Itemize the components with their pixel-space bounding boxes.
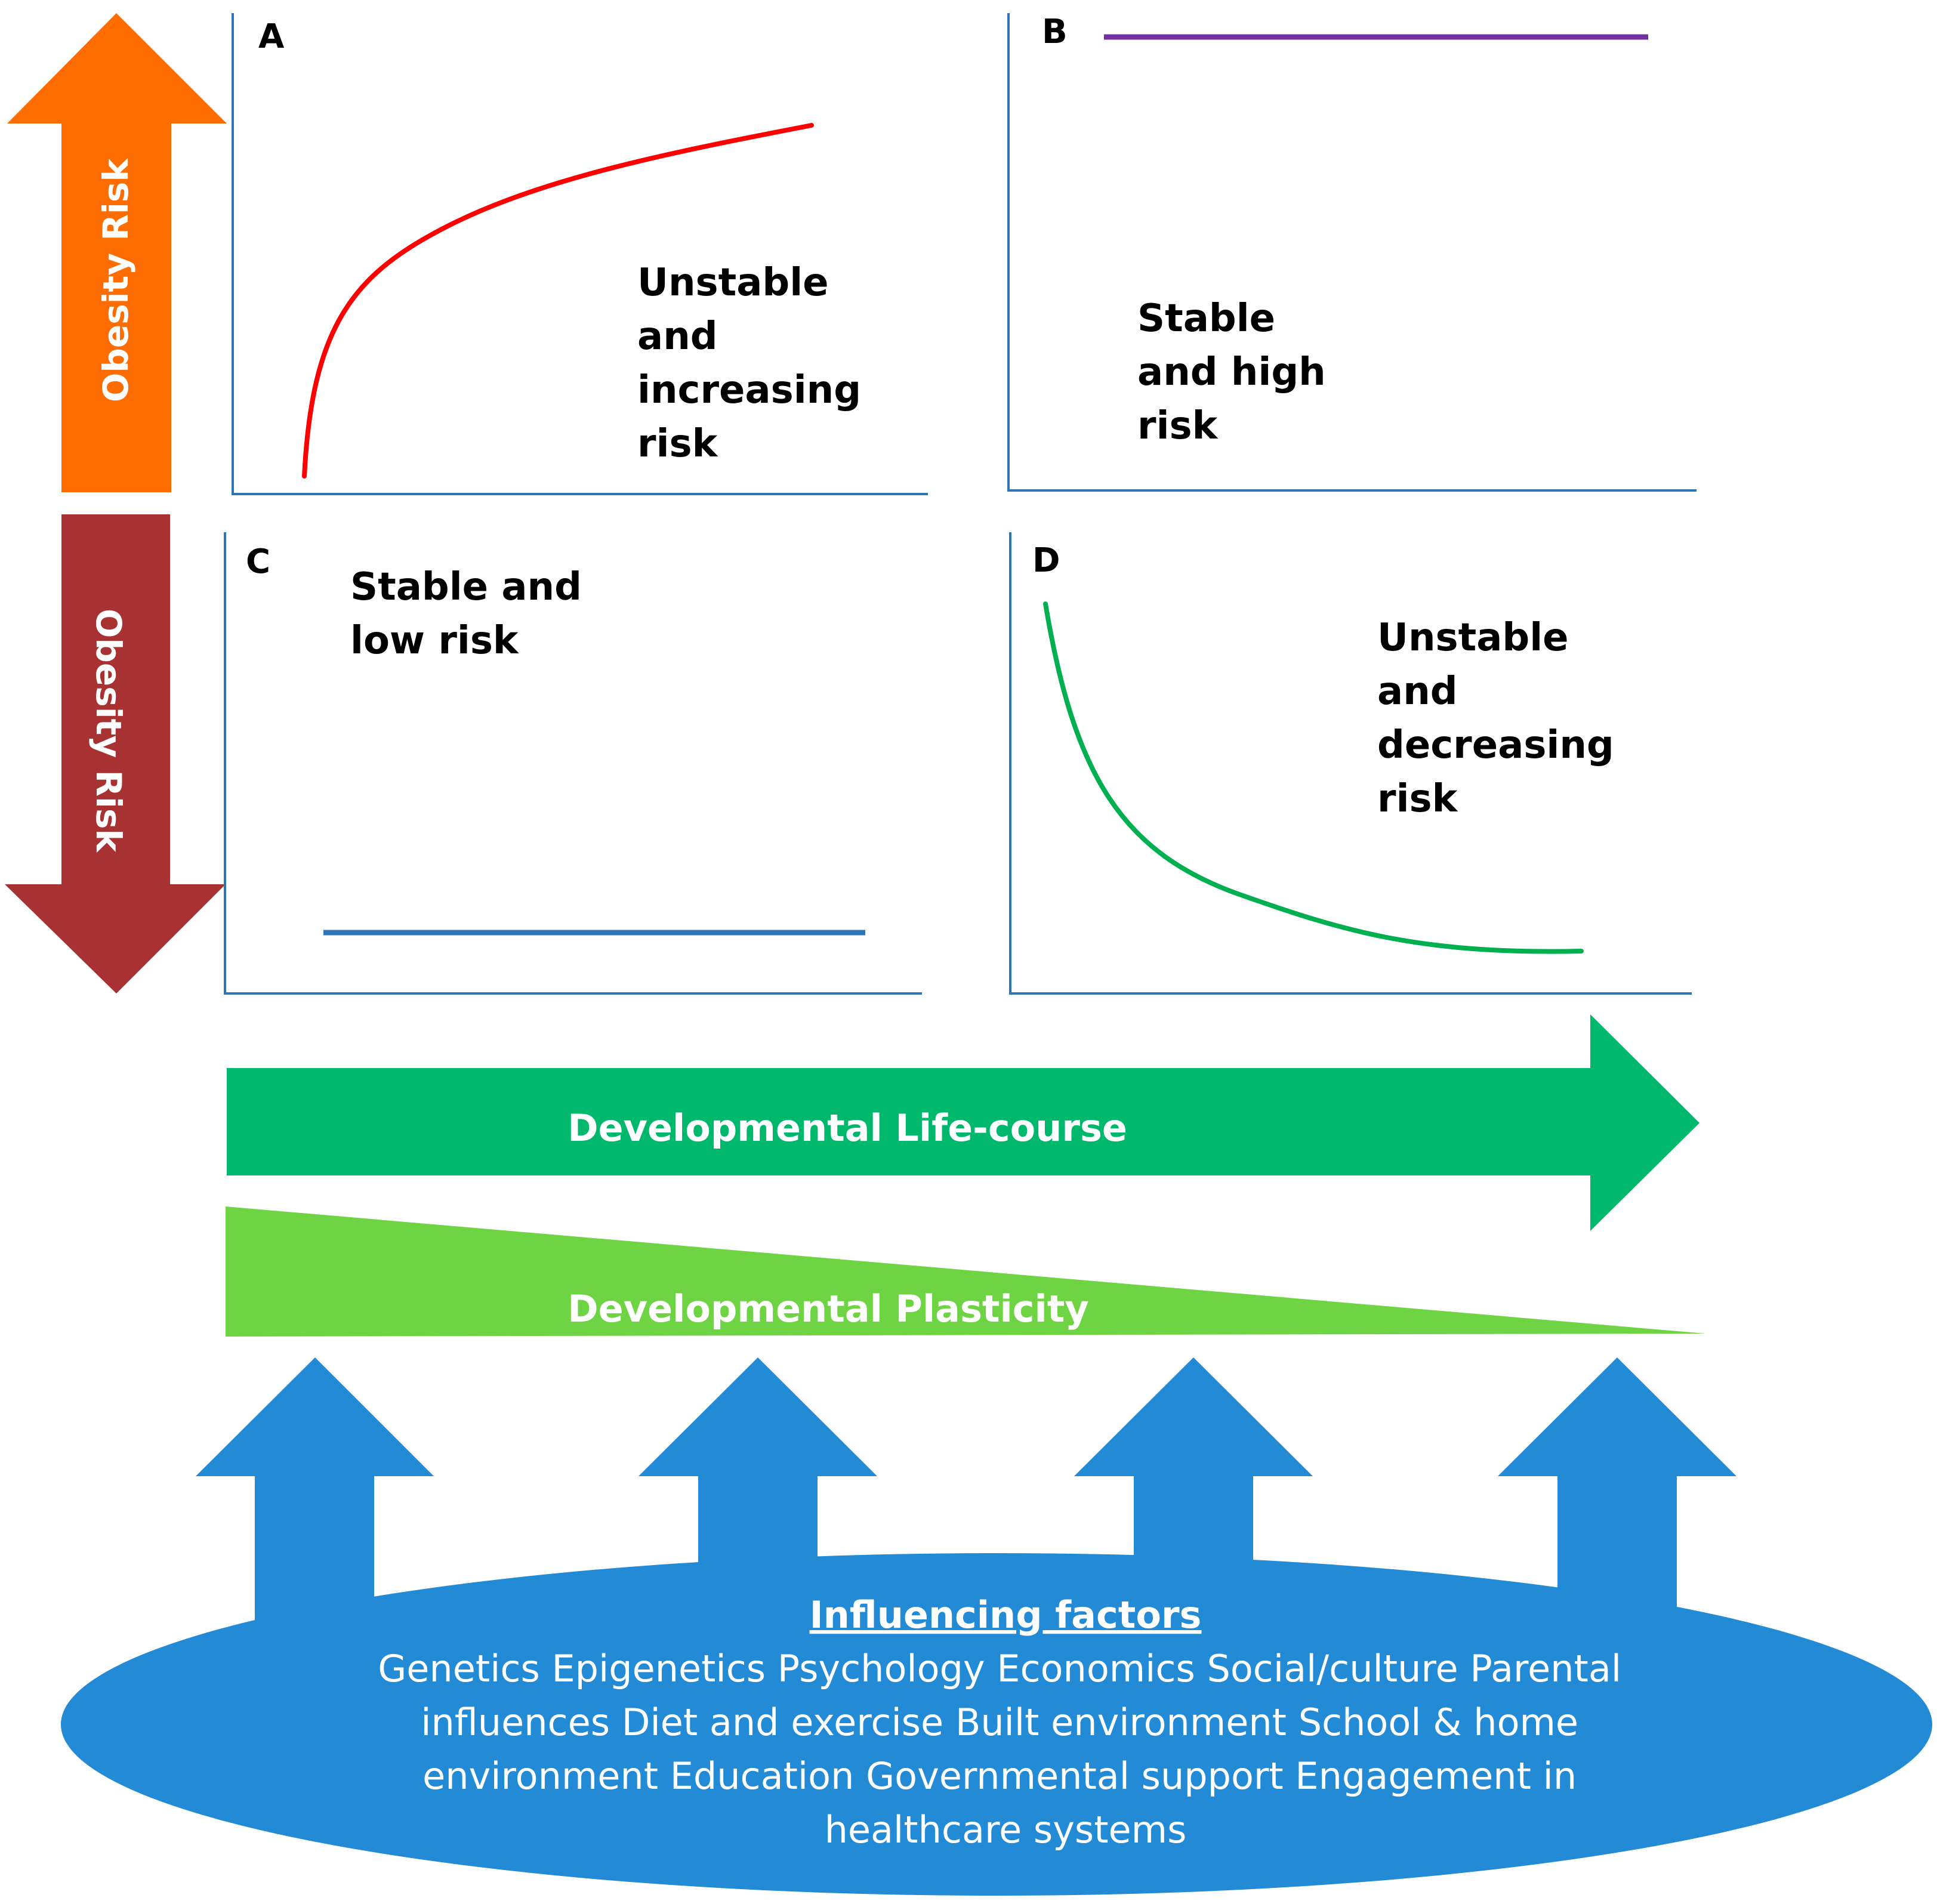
panel-d-axes: [1009, 532, 1692, 995]
panel-d-caption: Unstable and decreasing risk: [1377, 616, 1627, 821]
risk-down-label: Obesity Risk: [88, 609, 129, 853]
factors-list: Genetics Epigenetics Psychology Economic…: [378, 1647, 1633, 1851]
panel-d-caption-line: Unstable: [1377, 616, 1569, 660]
factor-arrow-4: [1498, 1357, 1736, 1647]
panel-a-caption-line: and: [637, 314, 718, 359]
panel-a-caption-line: risk: [637, 422, 718, 466]
life-course-label: Developmental Life-course: [567, 1106, 1127, 1150]
panel-a: A Unstable and increasing risk: [232, 13, 928, 495]
panel-a-caption: Unstable and increasing risk: [637, 261, 874, 466]
panel-b-letter: B: [1042, 13, 1068, 51]
factors-line: Genetics Epigenetics Psychology Economic…: [378, 1647, 1621, 1690]
panel-b-axes: [1007, 13, 1697, 492]
plasticity-label: Developmental Plasticity: [567, 1287, 1089, 1331]
panel-a-curve: [302, 123, 814, 479]
panel-d-caption-line: and: [1377, 669, 1458, 714]
panel-c-axes: [224, 532, 922, 995]
panel-c-caption-line: Stable and: [350, 565, 582, 609]
risk-up-arrow-shape: [7, 13, 227, 492]
panel-a-letter: A: [258, 17, 285, 56]
factors-line: environment Education Governmental suppo…: [422, 1754, 1577, 1798]
factor-arrow-1: [196, 1357, 434, 1647]
panel-a-axes: [232, 13, 928, 495]
factors-title: Influencing factors: [810, 1593, 1202, 1637]
risk-down-arrow-shape: [5, 514, 226, 993]
risk-down-arrow: Obesity Risk: [5, 514, 226, 993]
life-course-arrow-shape: [227, 1014, 1699, 1231]
plasticity-wedge: Developmental Plasticity: [226, 1206, 1705, 1337]
panel-a-caption-line: Unstable: [637, 261, 829, 305]
panel-d: D Unstable and decreasing risk: [1009, 532, 1692, 995]
panel-d-caption-line: decreasing: [1377, 723, 1614, 767]
panel-c-caption-line: low risk: [350, 619, 519, 663]
panel-d-caption-line: risk: [1377, 777, 1458, 821]
panel-b-caption-line: risk: [1137, 404, 1219, 448]
panel-d-curve: [1043, 601, 1584, 954]
life-course-arrow: Developmental Life-course: [227, 1014, 1699, 1231]
plasticity-wedge-shape: [226, 1206, 1705, 1337]
factors-line: healthcare systems: [825, 1808, 1187, 1851]
panel-c: C Stable and low risk: [224, 532, 922, 995]
risk-up-arrow: Obesity Risk: [7, 13, 227, 492]
factor-ellipse: [61, 1553, 1932, 1896]
panel-a-caption-line: increasing: [637, 368, 861, 412]
panel-b-caption-line: and high: [1137, 350, 1326, 394]
panel-b-caption: Stable and high risk: [1137, 297, 1339, 448]
risk-up-label: Obesity Risk: [95, 158, 136, 402]
panel-d-letter: D: [1032, 541, 1060, 580]
panel-c-letter: C: [246, 542, 270, 581]
panel-b: B Stable and high risk: [1007, 13, 1697, 492]
factors-line: influences Diet and exercise Built envir…: [421, 1701, 1578, 1744]
panel-c-caption: Stable and low risk: [350, 565, 595, 663]
influencing-factors: Influencing factors Genetics Epigenetics…: [61, 1357, 1932, 1896]
panel-b-caption-line: Stable: [1137, 297, 1275, 341]
